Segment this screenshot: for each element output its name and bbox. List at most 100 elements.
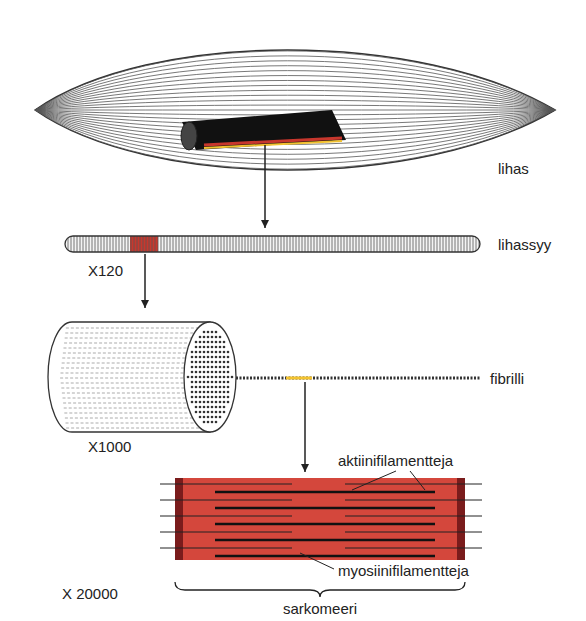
striation [122,236,123,252]
striation [209,236,210,252]
fibril-dot [215,356,218,359]
fibril-dot [207,381,210,384]
fibril-dot [219,376,222,379]
striation [302,236,303,252]
zoom-arrow [264,145,266,228]
fibril-dot [219,336,222,339]
striation [356,236,357,252]
fibril-dot [203,351,206,354]
striation [359,236,360,252]
striation [476,236,477,252]
myosin-filament [215,523,435,526]
fibril-dot [211,386,214,389]
fibril-dot [227,361,230,364]
striation [242,236,243,252]
striation [86,236,87,252]
striation [458,236,459,252]
striation [80,236,81,252]
fibril-dot [203,391,206,394]
fibril-dot [203,346,206,349]
striation [305,236,306,252]
zoom-arrow [144,254,146,308]
fibril-dot [227,401,230,404]
striation [443,236,444,252]
bundle-hatch [65,338,208,339]
fibril-dot [207,336,210,339]
fibre-line [35,51,555,110]
fibril-dot [223,356,226,359]
striation [98,236,99,252]
fibril-dot [227,371,230,374]
striation [77,236,78,252]
fibril-dot [203,341,206,344]
striation [194,236,195,252]
fibril-dot [227,366,230,369]
striation [137,236,138,252]
fibril-dot [223,361,226,364]
striation [197,236,198,252]
fibril-dot [223,381,226,384]
bundle-hatch [64,408,208,409]
fibril-dot [199,411,202,414]
fibril-dot [199,341,202,344]
fibril-dot [191,386,194,389]
muscle-fibres [35,51,555,169]
fibril-dot [203,376,206,379]
striation [92,236,93,252]
fibril-dot [191,356,194,359]
striation [419,236,420,252]
fibril-dot [207,406,210,409]
striation [416,236,417,252]
fibril-dot [215,411,218,414]
fibril-dot [207,421,210,424]
striation [347,236,348,252]
fibril-dot [215,381,218,384]
striation [269,236,270,252]
striation [290,236,291,252]
fibril-dot [203,356,206,359]
fibril-dot [199,336,202,339]
fibril-dot [207,346,210,349]
fibre-line [35,100,555,110]
fibril-dot [219,371,222,374]
striation [173,236,174,252]
striation [212,236,213,252]
fibril-dot [215,371,218,374]
striation [395,236,396,252]
fibre-line [35,76,555,110]
striation [284,236,285,252]
bundle-hatch [66,428,208,429]
fibril-dot [211,331,214,334]
striation [158,236,159,252]
myosin-filament [215,491,435,494]
striation [425,236,426,252]
fibril-dot [223,406,226,409]
striation [74,236,75,252]
fibril-dot [223,351,226,354]
fibril-dot [219,386,222,389]
fibril-dot [223,396,226,399]
striation [272,236,273,252]
fibril-dot [219,381,222,384]
fibril-dot [215,401,218,404]
striation [227,236,228,252]
striation [200,236,201,252]
myosin-filament [215,555,435,558]
fibre-line [35,85,555,110]
striation [113,236,114,252]
bundle-hatch [63,348,208,349]
striation [167,236,168,252]
fibril-dot [195,376,198,379]
myosin-filament [215,507,435,510]
fibril-dot [219,366,222,369]
striation [143,236,144,252]
striation [335,236,336,252]
fibril-dot [219,356,222,359]
striation [140,236,141,252]
striation [407,236,408,252]
striation [404,236,405,252]
actin-filament [160,532,292,533]
striation [398,236,399,252]
striation [362,236,363,252]
label-holder: lihas [498,160,529,178]
